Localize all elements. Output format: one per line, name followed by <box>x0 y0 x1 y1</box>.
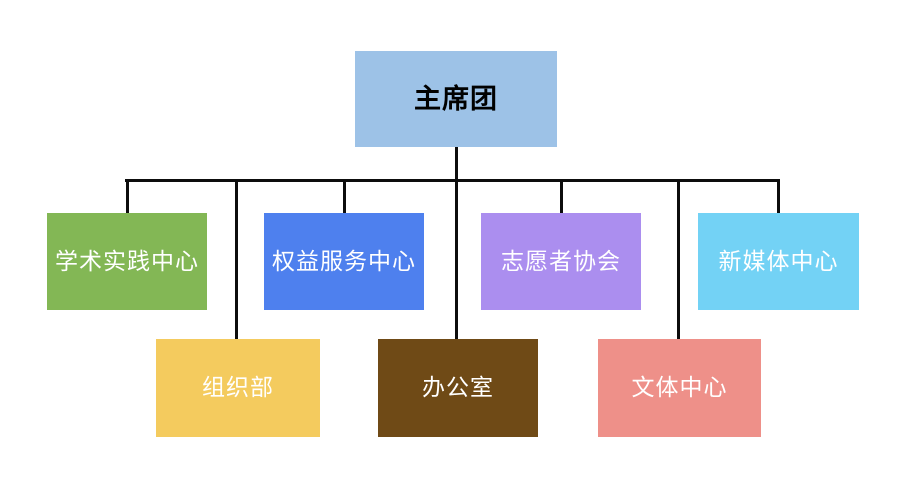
org-node-rights-service-center-label: 权益服务中心 <box>272 247 416 274</box>
connector-drop-academic-practice-center <box>126 180 129 213</box>
org-node-presidium[interactable]: 主席团 <box>355 51 557 147</box>
org-node-presidium-label: 主席团 <box>414 83 498 114</box>
org-node-organization-department[interactable]: 组织部 <box>156 339 320 437</box>
org-node-volunteer-association-label: 志愿者协会 <box>501 247 621 274</box>
org-node-new-media-center-label: 新媒体中心 <box>718 247 839 274</box>
connector-drop-volunteer-association <box>560 180 563 213</box>
org-node-office[interactable]: 办公室 <box>378 339 538 437</box>
org-node-culture-sports-center[interactable]: 文体中心 <box>598 339 761 437</box>
org-node-organization-department-label: 组织部 <box>202 374 274 401</box>
connector-drop-organization-department <box>235 180 238 339</box>
org-node-academic-practice-center[interactable]: 学术实践中心 <box>47 213 207 310</box>
org-node-rights-service-center[interactable]: 权益服务中心 <box>264 213 424 310</box>
org-node-academic-practice-center-label: 学术实践中心 <box>55 247 199 274</box>
org-node-volunteer-association[interactable]: 志愿者协会 <box>481 213 641 310</box>
connector-drop-rights-service-center <box>343 180 346 213</box>
connector-horizontal-bus <box>125 179 780 182</box>
connector-drop-new-media-center <box>777 180 780 213</box>
org-node-office-label: 办公室 <box>422 374 494 401</box>
org-node-new-media-center[interactable]: 新媒体中心 <box>698 213 859 310</box>
connector-drop-culture-sports-center <box>677 180 680 339</box>
org-node-culture-sports-center-label: 文体中心 <box>631 374 728 401</box>
connector-root-vertical <box>455 147 458 339</box>
